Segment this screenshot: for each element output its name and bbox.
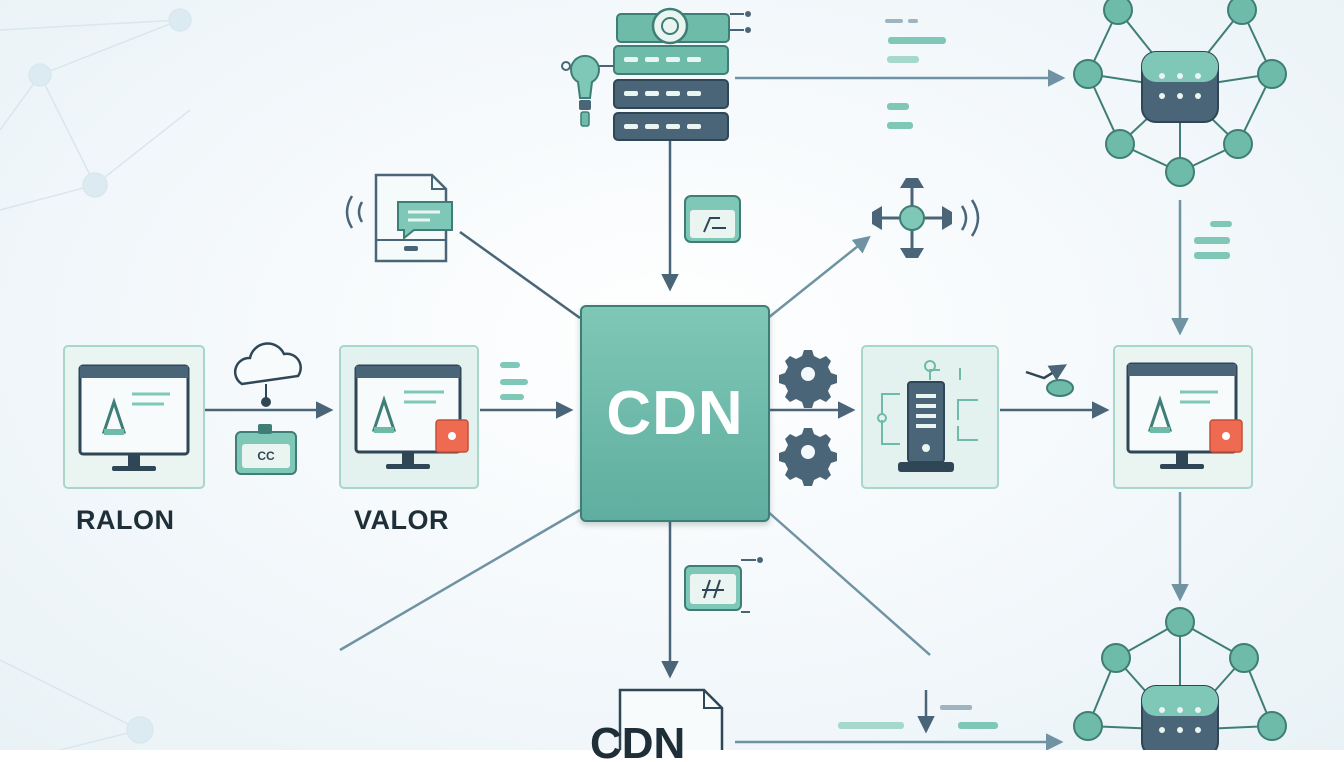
network-cluster-icon bbox=[1073, 0, 1287, 187]
node-ralon-box bbox=[63, 345, 205, 489]
node-label-ralon: RALON bbox=[76, 505, 175, 535]
transfer-mark bbox=[1025, 364, 1074, 397]
cloud-icon bbox=[233, 342, 302, 407]
line-cdn-to-bottom-left bbox=[339, 508, 581, 652]
bottom-document-label: CDN bbox=[590, 722, 686, 762]
cdn-hub-label: CDN bbox=[606, 379, 744, 448]
line-cdn-to-bottom-right bbox=[765, 509, 931, 656]
document-icon bbox=[618, 688, 724, 750]
node-right-box bbox=[1113, 345, 1253, 489]
cc-badge bbox=[235, 424, 297, 475]
cdn-hub: CDN bbox=[580, 305, 770, 522]
cc-badge-label: CC bbox=[257, 449, 275, 463]
line-tablet-to-cdn bbox=[459, 230, 581, 320]
connectors bbox=[205, 69, 1189, 750]
tablet-chat-icon bbox=[345, 173, 453, 263]
node-valor-box bbox=[339, 345, 479, 489]
monitor-icon bbox=[354, 364, 462, 469]
node-label-valor: VALOR bbox=[354, 505, 449, 535]
move-arrows-icon bbox=[872, 178, 980, 258]
card-icon bbox=[684, 195, 741, 243]
arrow-cdn-to-move bbox=[767, 235, 871, 319]
monitor-icon bbox=[78, 364, 190, 471]
monitor-icon bbox=[1126, 362, 1238, 469]
circuit-tower-icon bbox=[861, 345, 999, 489]
gear-icon bbox=[779, 428, 837, 486]
network-cluster-icon bbox=[1073, 607, 1287, 750]
card-icon bbox=[684, 557, 763, 613]
server-stack-icon bbox=[561, 7, 751, 141]
lightbulb-icon bbox=[570, 54, 600, 127]
dash-marks bbox=[500, 19, 1232, 729]
gear-icon bbox=[779, 350, 837, 408]
background-network bbox=[0, 8, 192, 750]
